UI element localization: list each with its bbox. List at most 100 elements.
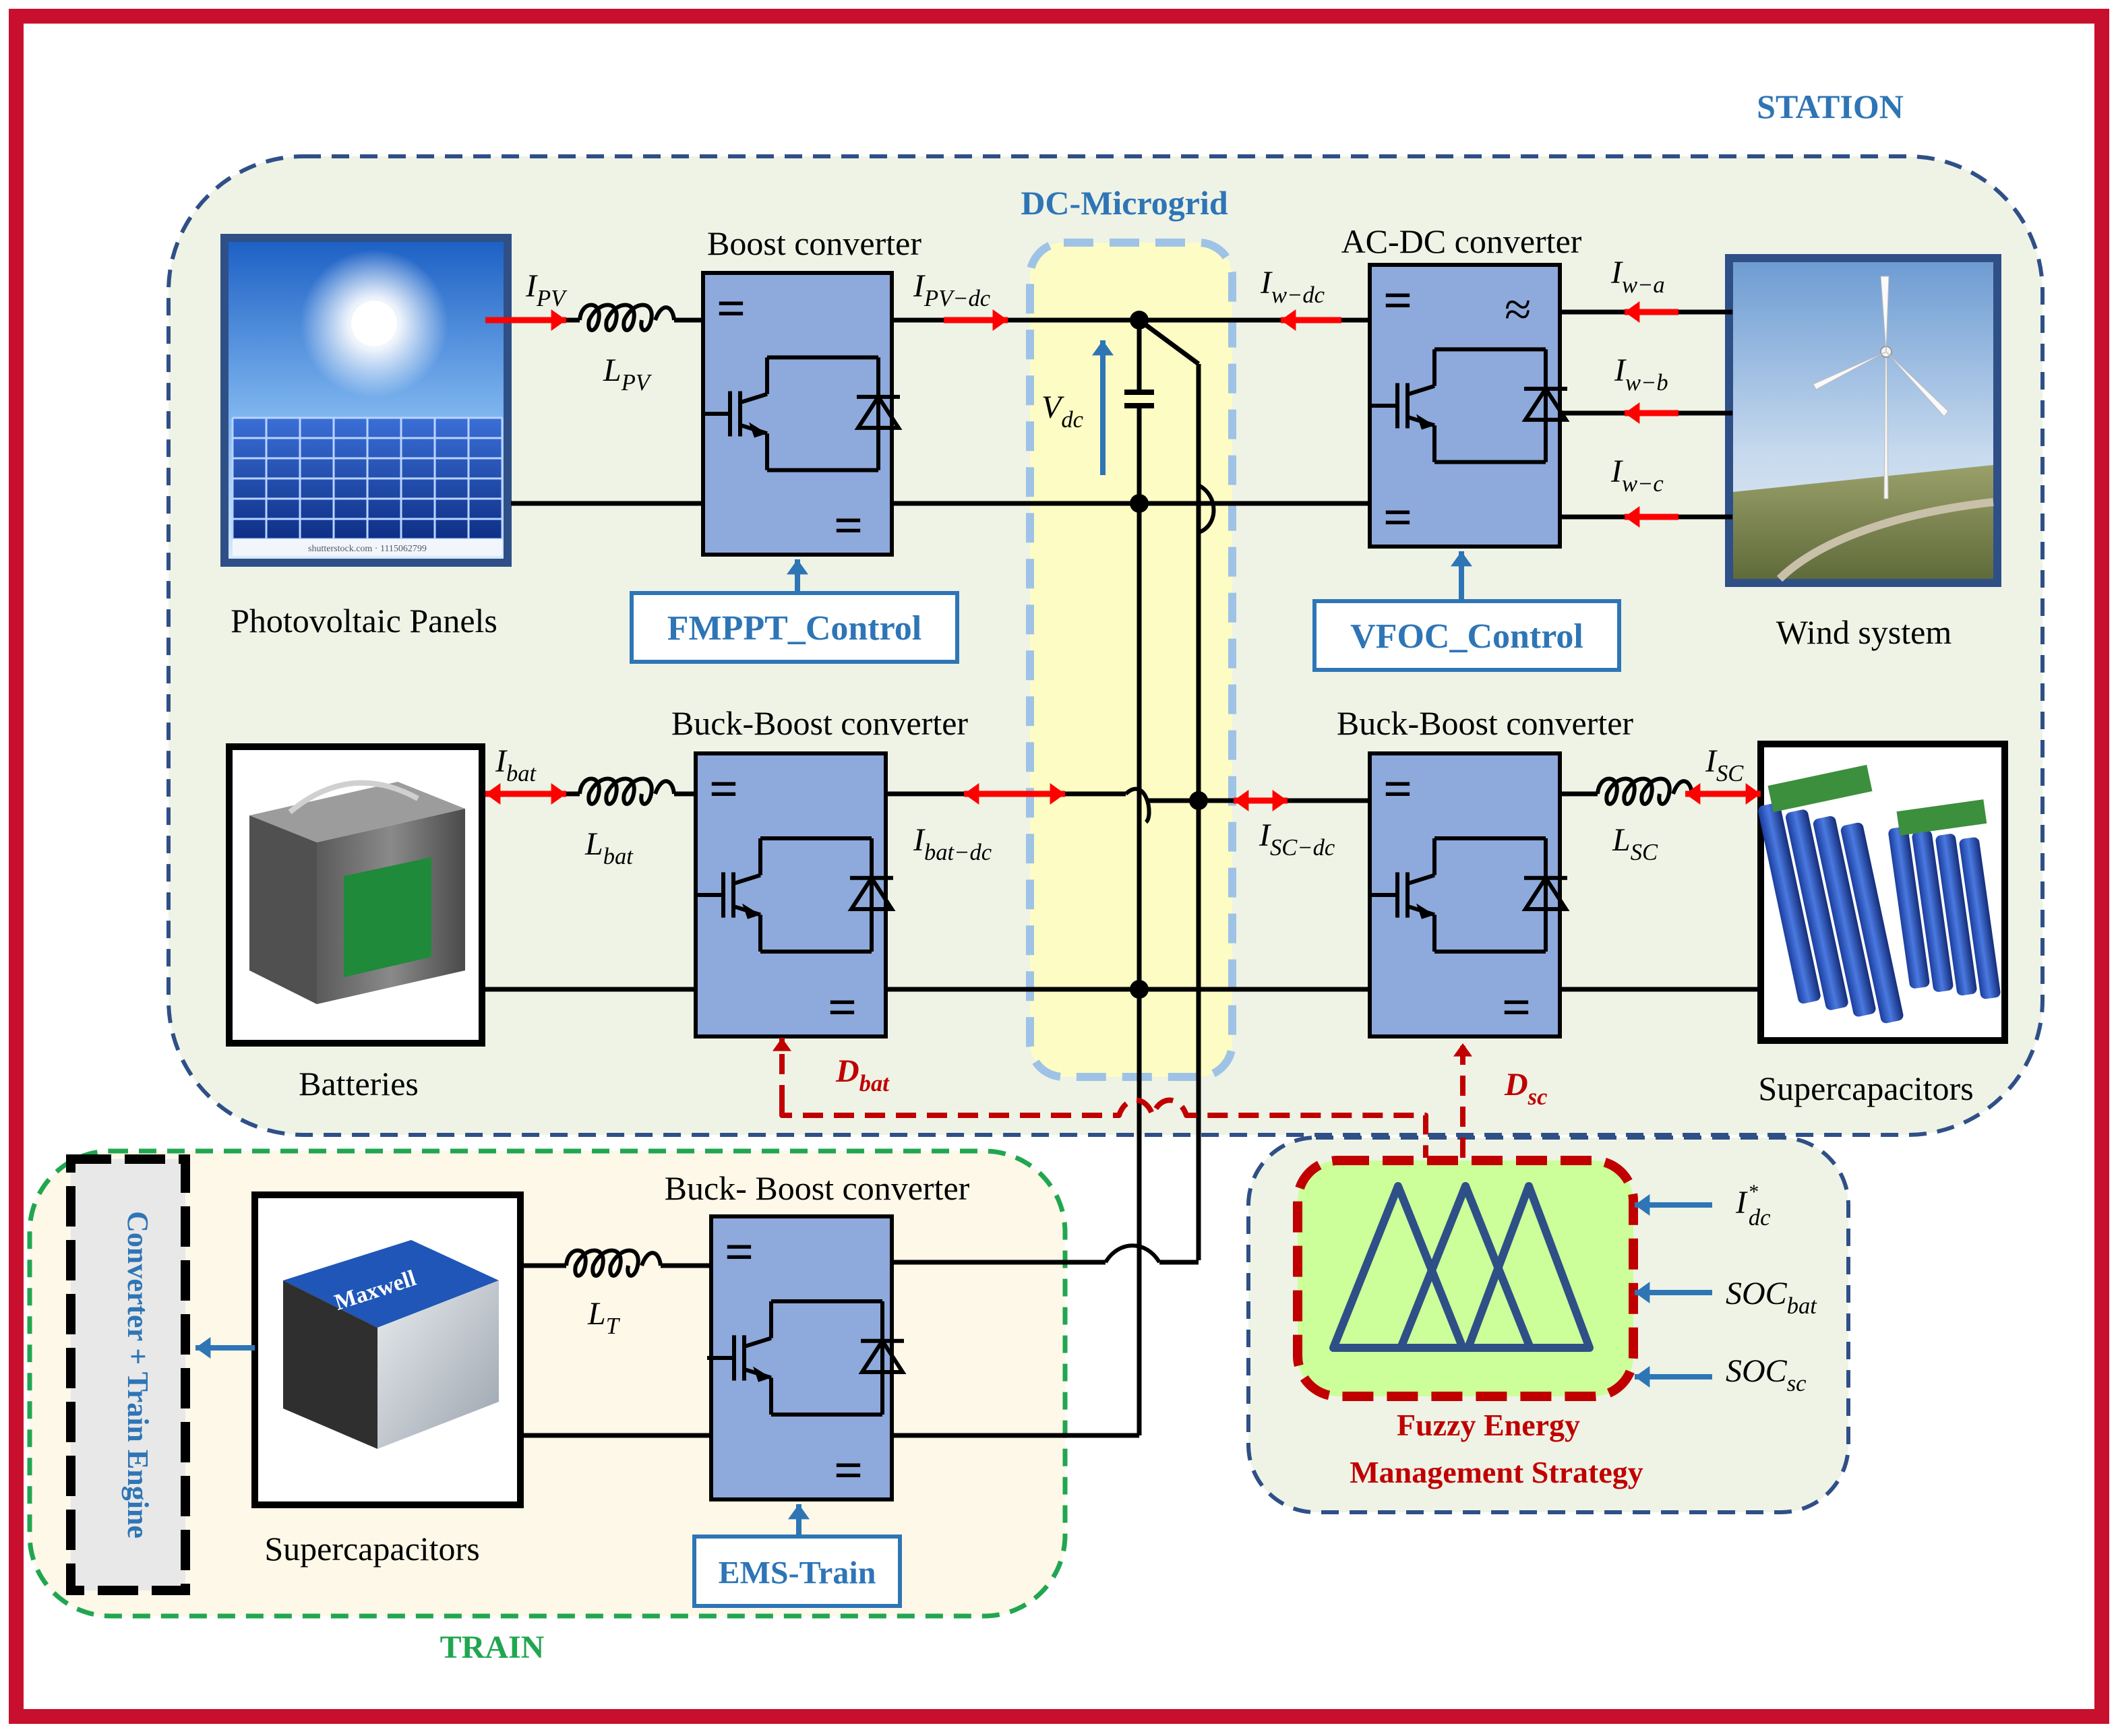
dbat-link-head <box>773 1038 791 1051</box>
arrow-ibat-dc <box>964 783 1065 805</box>
supercapacitors-train-image: Maxwell <box>251 1191 524 1508</box>
buckboost-train-title: Buck- Boost converter <box>665 1169 970 1207</box>
converter-symbol: = <box>1383 272 1412 329</box>
arrow-ipv-dc-head <box>992 309 1008 331</box>
vfoc-control-box-label: VFOC_Control <box>1350 617 1583 656</box>
arrow-iw-c-head <box>1625 506 1640 528</box>
train-power-arrow <box>195 1337 255 1359</box>
ems-train-box: EMS-Train <box>692 1534 902 1608</box>
arrow-in-socbat-head <box>1635 1282 1650 1303</box>
fuzzy-ems-block <box>1293 1156 1638 1401</box>
converter-symbol: = <box>834 497 863 554</box>
supercapacitors-train-label: Supercapacitors <box>264 1530 479 1568</box>
arrow-vfoc <box>1451 551 1472 601</box>
label-soc-sc: SOCsc <box>1726 1353 1806 1396</box>
arrow-ems-train <box>788 1504 810 1537</box>
arrow-iw-b-head <box>1625 402 1640 424</box>
label-i-dc-ref: I*dc <box>1735 1181 1770 1231</box>
bus-positive-jog <box>1137 318 1201 366</box>
fmppt-control-box-label: FMPPT_Control <box>667 609 921 648</box>
arrow-isc <box>1685 783 1761 805</box>
ac-symbol: ≈ <box>1505 282 1532 336</box>
arrow-isc-head <box>1685 783 1701 805</box>
pv-watermark: shutterstock.com · 1115062799 <box>308 544 427 554</box>
arrow-iw-dc-head <box>1281 309 1296 331</box>
converter-symbol: = <box>1502 979 1531 1036</box>
arrow-in-idc-head <box>1635 1194 1650 1216</box>
label-l-pv: LPV <box>603 352 653 396</box>
dsc-link-head <box>1453 1043 1472 1057</box>
arrow-vdc-head <box>1092 340 1114 356</box>
arrow-vfoc-head <box>1451 551 1472 567</box>
arrow-in-socsc <box>1635 1366 1712 1388</box>
supercapacitors-station-label: Supercapacitors <box>1758 1070 1973 1107</box>
arrow-ibat <box>485 783 566 805</box>
pv-panels-image: shutterstock.com · 1115062799 <box>220 234 512 567</box>
dc-microgrid-strip <box>1026 239 1236 1081</box>
wind-system-label: Wind system <box>1776 613 1952 651</box>
label-i-bat-dc: Ibat−dc <box>913 822 992 865</box>
label-l-bat: Lbat <box>584 826 634 869</box>
arrow-ibat-dc-head2 <box>1050 783 1065 805</box>
bus-node-bat-bottom <box>1130 980 1149 999</box>
arrow-isc-head2 <box>1745 783 1761 805</box>
label-d-bat: Dbat <box>835 1053 890 1096</box>
buckboost-bat-block: == <box>694 751 896 1038</box>
ems-train-box-label: EMS-Train <box>719 1555 876 1591</box>
converter-symbol: = <box>709 761 738 817</box>
arrow-fmppt <box>787 559 808 593</box>
arrow-iw-c <box>1625 506 1678 528</box>
battery-image <box>226 743 485 1047</box>
dc-microgrid-label: DC-Microgrid <box>1021 184 1228 222</box>
arrow-isc-dc-head <box>1234 790 1249 811</box>
label-i-w-a: Iw−a <box>1610 255 1665 298</box>
buckboost-train-block: == <box>707 1214 907 1501</box>
arrow-in-socbat <box>1635 1282 1712 1303</box>
arrow-vdc <box>1092 340 1114 475</box>
buckboost-sc-title: Buck-Boost converter <box>1337 704 1634 742</box>
arrow-ipv-dc <box>944 309 1008 331</box>
train-power-arrow-head <box>195 1337 211 1359</box>
label-i-sc-dc: ISC−dc <box>1259 817 1335 861</box>
station-label: STATION <box>1757 88 1904 125</box>
converter-symbol: = <box>1383 489 1412 546</box>
label-i-sc: ISC <box>1705 743 1744 786</box>
arrow-iw-a <box>1625 301 1678 323</box>
label-l-t: LT <box>587 1296 621 1339</box>
arrow-in-idc <box>1635 1194 1712 1216</box>
label-i-w-c: Iw−c <box>1610 454 1664 497</box>
boost-converter-block: == <box>701 271 903 557</box>
label-i-bat: Ibat <box>495 743 537 786</box>
label-d-sc: Dsc <box>1504 1067 1547 1110</box>
train-engine-box: Converter + Train Engine <box>66 1154 190 1595</box>
bus-node-sc-top <box>1189 791 1208 810</box>
arrow-isc-dc-head2 <box>1272 790 1288 811</box>
supercapacitors-station-image <box>1757 741 2008 1044</box>
arrow-ems-train-head <box>788 1504 810 1520</box>
boost-converter-title: Boost converter <box>707 224 921 262</box>
arrow-in-socsc-head <box>1635 1366 1650 1388</box>
inductor-bat <box>578 776 676 806</box>
buckboost-bat-title: Buck-Boost converter <box>671 704 969 742</box>
converter-symbol: = <box>1383 761 1412 817</box>
label-i-pv-dc: IPV−dc <box>913 268 990 311</box>
acdc-converter-block: = ≈ = <box>1368 263 1570 549</box>
dbat-link-path <box>779 1097 1428 1158</box>
fuzzy-title-line1: Fuzzy Energy <box>1397 1408 1580 1442</box>
bus-node-pv-bottom <box>1130 494 1149 513</box>
converter-symbol: = <box>725 1224 754 1280</box>
arrow-iw-a-head <box>1625 301 1640 323</box>
batteries-label: Batteries <box>299 1065 419 1103</box>
arrow-iw-b <box>1625 402 1678 424</box>
vfoc-control-box: VFOC_Control <box>1312 599 1621 672</box>
converter-symbol: = <box>828 979 857 1036</box>
wind-turbine-image <box>1725 254 2001 587</box>
arrow-isc-dc <box>1234 790 1288 811</box>
pv-panels-label: Photovoltaic Panels <box>231 602 497 640</box>
inductor-train <box>564 1248 663 1278</box>
converter-symbol: = <box>717 280 746 337</box>
fuzzy-title-line2: Management Strategy <box>1350 1455 1643 1489</box>
arrow-ibat-dc-head <box>964 783 979 805</box>
